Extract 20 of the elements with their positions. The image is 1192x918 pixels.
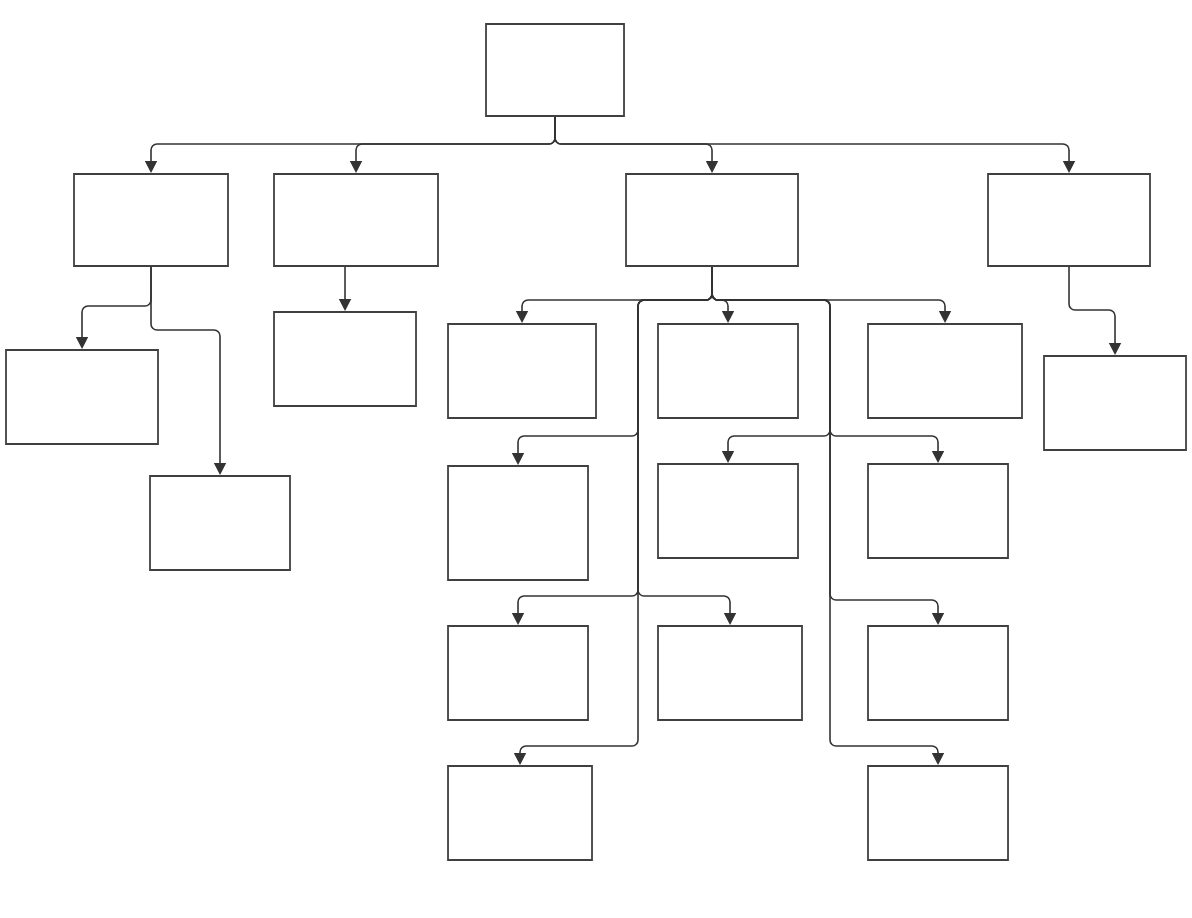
empty-box <box>657 463 799 559</box>
empty-box <box>657 625 803 721</box>
empty-box <box>149 475 291 571</box>
empty-box <box>5 349 159 445</box>
empty-box <box>625 173 799 267</box>
empty-box <box>867 323 1023 419</box>
empty-box <box>447 323 597 419</box>
empty-box <box>485 23 625 117</box>
empty-box <box>447 625 589 721</box>
empty-box <box>867 625 1009 721</box>
empty-box <box>273 311 417 407</box>
empty-box <box>447 765 593 861</box>
empty-box <box>447 465 589 581</box>
empty-box <box>1043 355 1187 451</box>
empty-box <box>657 323 799 419</box>
empty-box <box>987 173 1151 267</box>
empty-box <box>73 173 229 267</box>
empty-box <box>867 463 1009 559</box>
empty-box <box>273 173 439 267</box>
empty-box <box>867 765 1009 861</box>
